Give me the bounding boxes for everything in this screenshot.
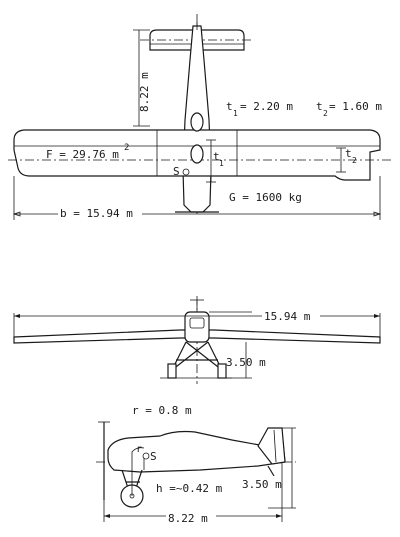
h-label: h =~0.42 m [156, 482, 223, 495]
side-length-label: 8.22 m [168, 512, 208, 525]
tail-skid [267, 465, 275, 477]
right-wheel-front [217, 363, 227, 379]
front-view: 15.94 m 3.50 m [13, 296, 381, 384]
side-height-label: 3.50 m [242, 478, 282, 491]
span-label: b = 15.94 m [60, 207, 133, 220]
wing-area-superscript: 2 [124, 143, 129, 153]
side-cg-label: S [150, 450, 157, 463]
front-height-label: 3.50 m [226, 356, 266, 369]
top-view: 8.22 m t 1 = 2.20 m t 2 = 1.60 m F = 29.… [8, 14, 392, 220]
wing-area-label: F = 29.76 m [46, 148, 119, 161]
r-marker: r [136, 444, 142, 455]
radius-label: r = 0.8 m [132, 404, 192, 417]
vertical-fin [257, 427, 286, 465]
weight-label: G = 1600 kg [229, 191, 302, 204]
left-wheel-front [167, 363, 177, 379]
t2-subscript: 2 [323, 109, 328, 118]
t1-label: t [226, 100, 233, 113]
t1-value: = 2.20 m [240, 100, 293, 113]
length-dimension-label: 8.22 m [138, 72, 151, 112]
tip-t2-subscript: 2 [352, 156, 357, 165]
t1-subscript: 1 [233, 109, 238, 118]
fuselage-side [107, 430, 286, 473]
cockpit-front [190, 112, 204, 132]
inner-t1-subscript: 1 [219, 159, 224, 168]
center-of-gravity-label: S [173, 165, 180, 178]
t2-value: = 1.60 m [329, 100, 382, 113]
t2-label: t [316, 100, 323, 113]
cockpit-rear [190, 144, 204, 164]
inner-t1-label: t [213, 150, 220, 163]
side-view: r = 0.8 m r S h =~0.42 m 3.50 m [96, 404, 296, 525]
fuselage-front [184, 311, 210, 343]
tip-t2-label: t [345, 147, 352, 160]
front-span-label: 15.94 m [264, 310, 311, 323]
landing-gear-front [171, 341, 223, 371]
